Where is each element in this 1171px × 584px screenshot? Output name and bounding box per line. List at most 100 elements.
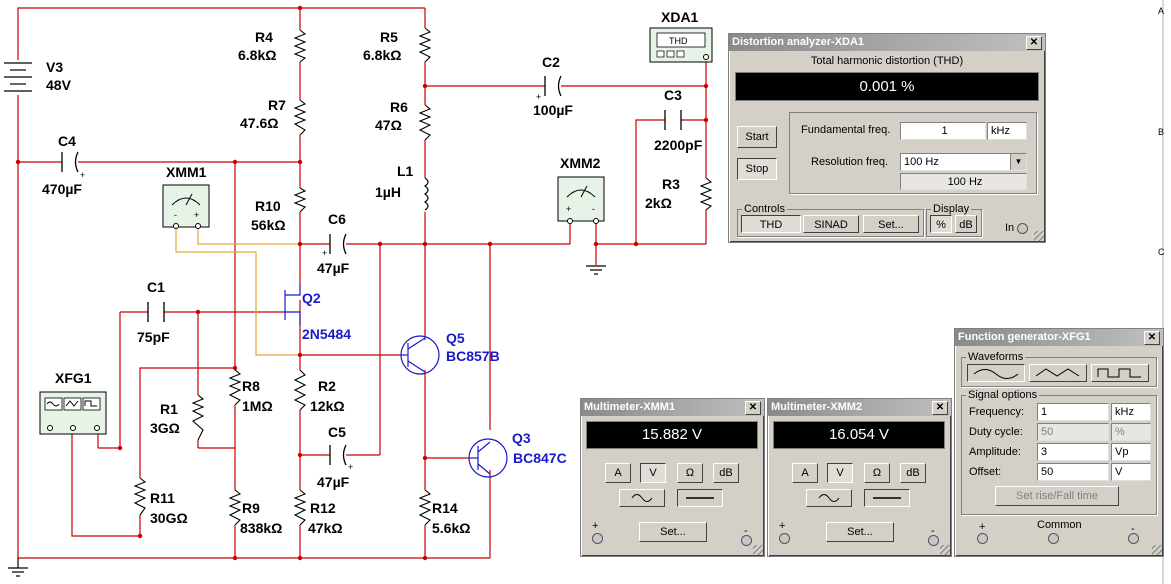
xmm1-ac-button[interactable] [619, 489, 665, 507]
fg-minus-terminal[interactable] [1128, 533, 1139, 544]
fundamental-freq-unit[interactable]: kHz [987, 122, 1027, 140]
xmm2-db-button[interactable]: dB [900, 463, 926, 483]
border-mark-c: C [1158, 247, 1165, 257]
close-icon[interactable]: ✕ [745, 401, 761, 415]
battery-v3[interactable] [4, 62, 32, 92]
fg-plus-label: + [979, 521, 986, 533]
r12-name: R12 [310, 500, 336, 516]
close-icon[interactable]: ✕ [1144, 331, 1160, 345]
xmm2-dc-button[interactable] [864, 489, 910, 507]
distortion-title[interactable]: Distortion analyzer-XDA1 [729, 34, 1045, 51]
resistor-r7 [293, 99, 307, 136]
r10-name: R10 [255, 198, 281, 214]
thd-button[interactable]: THD [741, 215, 801, 233]
xmm2-instrument[interactable] [557, 176, 605, 224]
multimeter-xmm1-window: Multimeter-XMM1 ✕ 15.882 V A V Ω dB Set.… [580, 398, 765, 557]
frequency-input[interactable]: 1 [1037, 403, 1109, 421]
r5-name: R5 [380, 29, 398, 45]
duty-cycle-input[interactable]: 50 [1037, 423, 1109, 441]
l1-name: L1 [397, 163, 414, 179]
fg-title[interactable]: Function generator-XFG1 [955, 329, 1163, 346]
c6-value: 47µF [317, 260, 350, 276]
xmm1-minus-terminal[interactable] [741, 535, 752, 546]
fg-common-label: Common [1037, 519, 1082, 531]
xmm2-ammeter-button[interactable]: A [792, 463, 818, 483]
q5-value: BC857B [446, 348, 500, 364]
xmm1-plus-label: + [592, 520, 599, 532]
xmm1-plus-terminal[interactable] [592, 533, 603, 544]
fg-plus-terminal[interactable] [977, 533, 988, 544]
chevron-down-icon[interactable]: ▼ [1010, 154, 1026, 170]
fundamental-freq-input[interactable]: 1 [900, 122, 986, 140]
resize-grip[interactable] [1152, 545, 1162, 555]
sine-wave-button[interactable] [967, 364, 1025, 382]
set-rise-fall-time-button[interactable]: Set rise/Fall time [995, 486, 1119, 506]
percent-button[interactable]: % [930, 215, 952, 233]
xmm2-label: XMM2 [560, 155, 601, 171]
frequency-unit[interactable]: kHz [1111, 403, 1151, 421]
xmm2-voltmeter-button[interactable]: V [827, 463, 853, 483]
xmm2-minus-terminal[interactable] [928, 535, 939, 546]
resistor-r4 [293, 29, 307, 63]
controls-group-title: Controls [742, 203, 787, 215]
c5-name: C5 [328, 424, 346, 440]
xmm2-set-button[interactable]: Set... [826, 522, 894, 542]
xmm2-title[interactable]: Multimeter-XMM2 [768, 399, 951, 416]
xmm1-label: XMM1 [166, 164, 207, 180]
offset-unit[interactable]: V [1111, 463, 1151, 481]
xfg1-instrument[interactable] [39, 391, 107, 435]
triangle-wave-button[interactable] [1029, 364, 1087, 382]
r4-value: 6.8kΩ [238, 47, 276, 63]
xmm1-set-button[interactable]: Set... [639, 522, 707, 542]
resistor-symbols [133, 27, 713, 526]
xmm2-ac-button[interactable] [806, 489, 852, 507]
xmm1-ammeter-button[interactable]: A [605, 463, 631, 483]
resize-grip[interactable] [753, 545, 763, 555]
start-button[interactable]: Start [737, 126, 777, 148]
waveforms-group-title: Waveforms [966, 351, 1026, 363]
stop-button[interactable]: Stop [737, 158, 777, 180]
r11-name: R11 [150, 490, 175, 506]
close-icon[interactable]: ✕ [1026, 36, 1042, 50]
xmm2-plus-terminal[interactable] [779, 533, 790, 544]
r14-name: R14 [432, 500, 458, 516]
duty-cycle-unit[interactable]: % [1111, 423, 1151, 441]
close-icon[interactable]: ✕ [932, 401, 948, 415]
input-label: In [1005, 222, 1015, 234]
square-wave-button[interactable] [1091, 364, 1149, 382]
r4-name: R4 [255, 29, 273, 45]
xmm2-ohmmeter-button[interactable]: Ω [864, 463, 890, 483]
amplitude-input[interactable]: 3 [1037, 443, 1109, 461]
xda1-instrument[interactable] [649, 27, 713, 63]
waveforms-group: Waveforms [961, 351, 1157, 387]
fg-common-terminal[interactable] [1048, 533, 1059, 544]
svg-text:+: + [348, 462, 353, 472]
xmm1-voltmeter-button[interactable]: V [640, 463, 666, 483]
xmm1-dc-button[interactable] [677, 489, 723, 507]
resize-grip[interactable] [1034, 231, 1044, 241]
r2-value: 12kΩ [310, 398, 345, 414]
resize-grip[interactable] [940, 545, 950, 555]
c1-name: C1 [147, 279, 165, 295]
input-terminal[interactable] [1017, 223, 1028, 234]
c5-value: 47µF [317, 474, 350, 490]
sinad-button[interactable]: SINAD [803, 215, 859, 233]
amplitude-unit[interactable]: Vp [1111, 443, 1151, 461]
r6-name: R6 [390, 99, 408, 115]
db-button[interactable]: dB [955, 215, 977, 233]
xmm1-db-button[interactable]: dB [713, 463, 739, 483]
v3-name: V3 [46, 59, 63, 75]
resistor-r14 [418, 489, 432, 526]
svg-text:+: + [194, 210, 199, 220]
thd-header: Total harmonic distortion (THD) [810, 55, 964, 67]
frequency-label: Frequency: [969, 406, 1025, 418]
offset-input[interactable]: 50 [1037, 463, 1109, 481]
set-button[interactable]: Set... [863, 215, 919, 233]
xmm1-ohmmeter-button[interactable]: Ω [677, 463, 703, 483]
fg-minus-label: - [1131, 523, 1135, 535]
display-group-title: Display [931, 203, 972, 215]
resolution-freq-select[interactable]: 100 Hz ▼ [900, 153, 1027, 171]
xmm1-title[interactable]: Multimeter-XMM1 [581, 399, 764, 416]
xmm1-instrument[interactable] [162, 184, 210, 229]
